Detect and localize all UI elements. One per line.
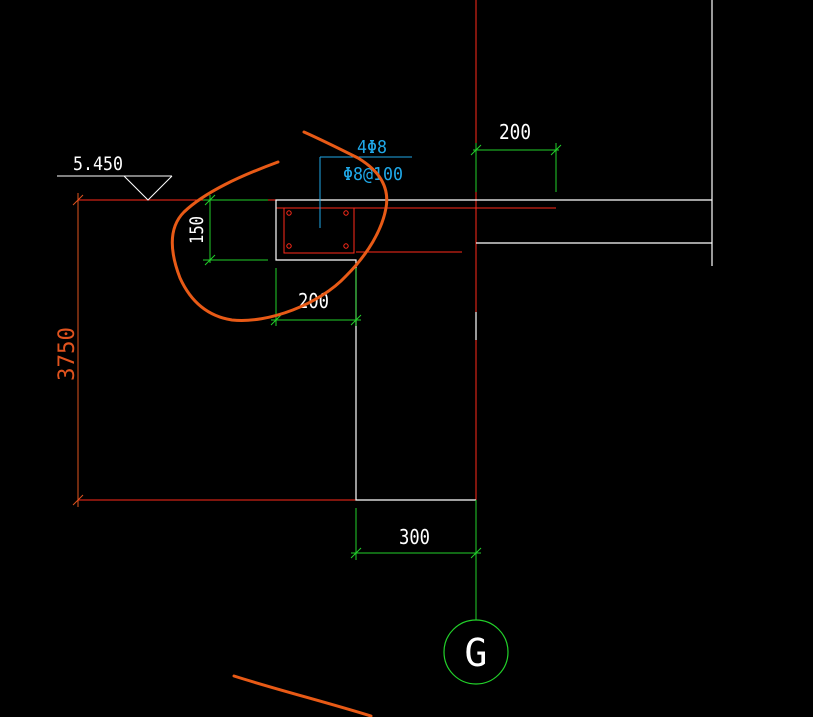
markup-stroke-bottom <box>232 674 373 717</box>
column-width-tick <box>350 547 362 559</box>
grid-bubble: G <box>443 553 509 685</box>
beam-thickness-tick <box>204 194 216 206</box>
rebar-annotation <box>319 156 412 228</box>
beam-thickness-dimension-label: 150 <box>186 216 208 244</box>
elevation-marker: 5.450 <box>57 153 173 201</box>
rebar-dot <box>343 243 349 249</box>
dimension-lines <box>203 143 562 620</box>
rebar-dot <box>343 210 349 216</box>
structural-outline <box>275 0 713 501</box>
rebar-cage <box>283 207 355 254</box>
beam-width-tick <box>350 314 362 326</box>
markup-annotations <box>170 130 389 717</box>
height-dimension-tick-bottom <box>72 494 84 506</box>
rebar-stirrup-label: Φ8@100 <box>343 164 403 185</box>
beam-width-tick <box>270 314 282 326</box>
elevation-triangle <box>123 175 173 201</box>
beam-section-outline <box>275 199 476 501</box>
beam-thickness-tick <box>204 254 216 266</box>
height-dimension-tick-top <box>72 194 84 206</box>
grid-bubble-label: G <box>465 631 488 675</box>
stirrup-outline <box>283 207 355 254</box>
axis-lines <box>78 0 556 501</box>
wall-offset-dimension-label: 200 <box>499 120 531 144</box>
rebar-main-label: 4Φ8 <box>357 137 387 158</box>
rebar-dot <box>286 210 292 216</box>
height-dimension-label: 3750 <box>55 327 80 381</box>
rebar-dot <box>286 243 292 249</box>
markup-circle-stroke <box>170 130 389 323</box>
elevation-label: 5.450 <box>73 153 123 175</box>
height-dimension <box>72 193 84 507</box>
grid-bubble-circle <box>443 619 509 685</box>
column-width-dimension-label: 300 <box>399 525 430 549</box>
wall-offset-tick <box>470 144 482 156</box>
wall-offset-tick <box>550 144 562 156</box>
